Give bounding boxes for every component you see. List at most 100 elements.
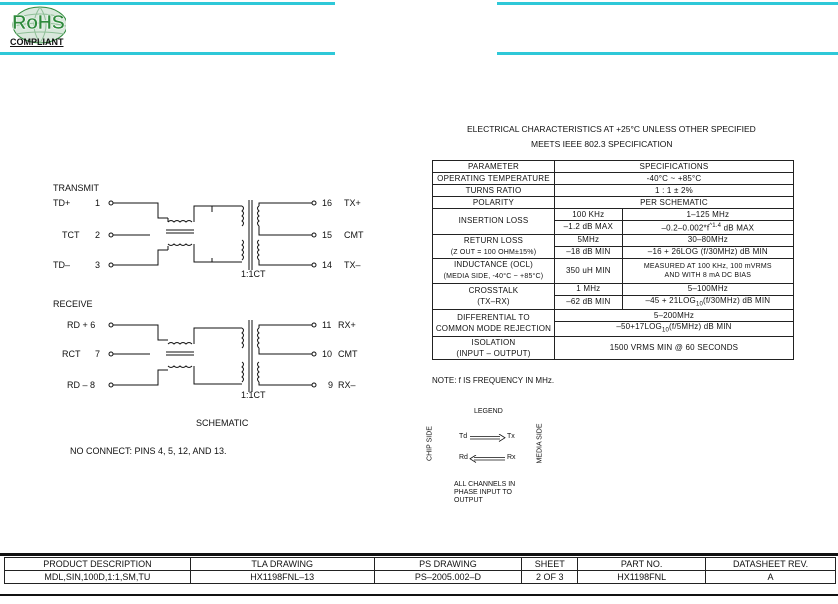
part-no-header: PART NO. bbox=[577, 557, 707, 571]
pin-11: 11 bbox=[322, 320, 331, 330]
iso-label-2: (INPUT – OUTPUT) bbox=[456, 348, 531, 358]
table-row: MDL,SIN,100D,1:1,SM,TU HX1198FNL–13 PS–2… bbox=[4, 570, 836, 584]
return-loss-label: RETURN LOSS(Z OUT = 100 OHM±15%) bbox=[432, 233, 555, 259]
transmit-wires bbox=[108, 200, 317, 270]
cross-v1: –62 dB MIN bbox=[553, 294, 623, 311]
insertion-f2: 1–125 MHz bbox=[621, 208, 795, 221]
cross-v2-main: –45 + 21LOG bbox=[645, 295, 696, 305]
pin-td-plus: TD+ bbox=[53, 198, 70, 208]
return-label-2: (Z OUT = 100 OHM±15%) bbox=[450, 248, 537, 256]
datasheet-rev-header: DATASHEET REV. bbox=[705, 557, 836, 571]
return-f2: 30–80MHz bbox=[621, 233, 795, 247]
diff-v-sub: 10 bbox=[661, 327, 670, 334]
product-description-header: PRODUCT DESCRIPTION bbox=[4, 557, 191, 571]
legend-title: LEGEND bbox=[474, 408, 503, 415]
schematic-label: SCHEMATIC bbox=[196, 418, 249, 428]
pin-1: 1 bbox=[95, 198, 100, 208]
legend-caption-2: PHASE INPUT TO bbox=[454, 489, 512, 496]
pin-16: 16 bbox=[322, 198, 332, 208]
return-v2: –16 + 26LOG (f/30MHz) dB MIN bbox=[621, 245, 795, 259]
diff-label-2: COMMON MODE REJECTION bbox=[435, 324, 552, 334]
pin-14: 14 bbox=[322, 260, 332, 270]
pin-td-minus: TD– bbox=[53, 260, 70, 270]
mid-rule-right bbox=[497, 52, 838, 55]
isolation-label: ISOLATION(INPUT – OUTPUT) bbox=[432, 335, 555, 360]
spec-header-line2: MEETS IEEE 802.3 SPECIFICATION bbox=[531, 139, 673, 149]
tla-drawing-value: HX1198FNL–13 bbox=[189, 570, 375, 584]
diff-f: 5–200MHz bbox=[553, 309, 795, 323]
insertion-v1: –1.2 dB MAX bbox=[553, 220, 623, 235]
receive-title: RECEIVE bbox=[53, 299, 93, 309]
pin-cmt-tx: CMT bbox=[344, 230, 364, 240]
spec-table: PARAMETER SPECIFICATIONS OPERATING TEMPE… bbox=[432, 160, 795, 360]
footer-top-rule bbox=[0, 553, 838, 556]
ind-label-1: INDUCTANCE (OCL) bbox=[453, 260, 534, 270]
insertion-v2: –0.2–0.002*f^1.4 dB MAX bbox=[621, 220, 795, 235]
pin-rct: RCT bbox=[62, 349, 81, 359]
ps-drawing-header: PS DRAWING bbox=[373, 557, 523, 571]
sheet-header: SHEET bbox=[521, 557, 579, 571]
table-row: CROSSTALK(TX–RX) 1 MHz 5–100MHz bbox=[432, 282, 795, 311]
pin-cmt-rx: CMT bbox=[338, 349, 358, 359]
pin-tx-plus: TX+ bbox=[344, 198, 361, 208]
transmit-ratio: 1:1CT bbox=[241, 269, 266, 279]
sheet-value: 2 OF 3 bbox=[521, 570, 579, 584]
cross-f1: 1 MHz bbox=[553, 282, 623, 296]
ind-label-2: (MEDIA SIDE, -40°C ~ +85°C) bbox=[443, 273, 544, 281]
legend-rx: Rx bbox=[507, 454, 516, 461]
table-row: PRODUCT DESCRIPTION TLA DRAWING PS DRAWI… bbox=[4, 557, 836, 571]
table-row: TURNS RATIO 1 : 1 ± 2% bbox=[432, 184, 795, 197]
transmit-title: TRANSMIT bbox=[53, 183, 100, 193]
mid-rule-left bbox=[0, 52, 335, 55]
table-row: OPERATING TEMPERATURE -40°C ~ +85°C bbox=[432, 172, 795, 185]
polarity-value: PER SCHEMATIC bbox=[553, 196, 795, 209]
table-row: ISOLATION(INPUT – OUTPUT) 1500 VRMS MIN … bbox=[432, 335, 795, 360]
pin-9: 9 bbox=[328, 380, 333, 390]
table-row: INSERTION LOSS 100 KHz 1–125 MHz bbox=[432, 208, 795, 235]
insertion-v2-unit: dB MAX bbox=[721, 223, 755, 233]
top-rule-left bbox=[0, 2, 335, 5]
legend-td: Td bbox=[459, 433, 468, 440]
pin-15: 15 bbox=[322, 230, 332, 240]
insertion-label: INSERTION LOSS bbox=[432, 208, 555, 235]
spec-header: SPECIFICATIONS bbox=[553, 160, 795, 173]
datasheet-rev-value: A bbox=[705, 570, 836, 584]
turns-value: 1 : 1 ± 2% bbox=[553, 184, 795, 197]
spec-header-line1: ELECTRICAL CHARACTERISTICS AT +25°C UNLE… bbox=[467, 124, 756, 134]
title-block: PRODUCT DESCRIPTION TLA DRAWING PS DRAWI… bbox=[4, 557, 836, 584]
ind-note-1: MEASURED AT 100 KHz, 100 mVRMS bbox=[643, 262, 772, 270]
pin-rx-plus: RX+ bbox=[338, 320, 356, 330]
product-description-value: MDL,SIN,100D,1:1,SM,TU bbox=[4, 570, 191, 584]
compliant-text: COMPLIANT bbox=[10, 37, 64, 47]
pin-rd-minus-8: RD – 8 bbox=[67, 380, 95, 390]
transmit-right-labels: 16 TX+ 15 CMT 14 TX– bbox=[322, 198, 364, 270]
pin-7: 7 bbox=[95, 349, 100, 359]
table-row: RETURN LOSS(Z OUT = 100 OHM±15%) 5MHz 30… bbox=[432, 233, 795, 259]
inductance-value: 350 uH MIN bbox=[553, 257, 623, 284]
table-row: PARAMETER SPECIFICATIONS bbox=[432, 160, 795, 173]
isolation-value: 1500 VRMS MIN @ 60 SECONDS bbox=[553, 335, 795, 360]
insertion-f1: 100 KHz bbox=[553, 208, 623, 221]
inductance-label: INDUCTANCE (OCL) (MEDIA SIDE, -40°C ~ +85… bbox=[432, 257, 555, 284]
legend-caption-1: ALL CHANNELS IN bbox=[454, 481, 516, 488]
cross-label-1: CROSSTALK bbox=[468, 286, 519, 296]
receive-ratio: 1:1CT bbox=[241, 390, 266, 400]
insertion-v2-exp: ^1.4 bbox=[709, 223, 722, 229]
frequency-note: NOTE: f IS FREQUENCY IN MHz. bbox=[432, 376, 555, 385]
iso-label-1: ISOLATION bbox=[471, 337, 516, 347]
table-row: POLARITY PER SCHEMATIC bbox=[432, 196, 795, 209]
ind-note-2: AND WITH 8 mA DC BIAS bbox=[664, 271, 752, 279]
receive-wires bbox=[108, 320, 317, 392]
pin-10: 10 bbox=[322, 349, 332, 359]
pin-rd-plus-6: RD + 6 bbox=[67, 320, 95, 330]
part-no-value: HX1198FNL bbox=[577, 570, 707, 584]
crosstalk-label: CROSSTALK(TX–RX) bbox=[432, 282, 555, 311]
legend-caption-3: OUTPUT bbox=[454, 497, 483, 504]
table-row: –18 dB MIN –16 + 26LOG (f/30MHz) dB MIN bbox=[433, 245, 795, 259]
turns-label: TURNS RATIO bbox=[432, 184, 555, 197]
diff-v: –50+17LOG10(f/5MHz) dB MIN bbox=[553, 321, 795, 337]
pin-3: 3 bbox=[95, 260, 100, 270]
